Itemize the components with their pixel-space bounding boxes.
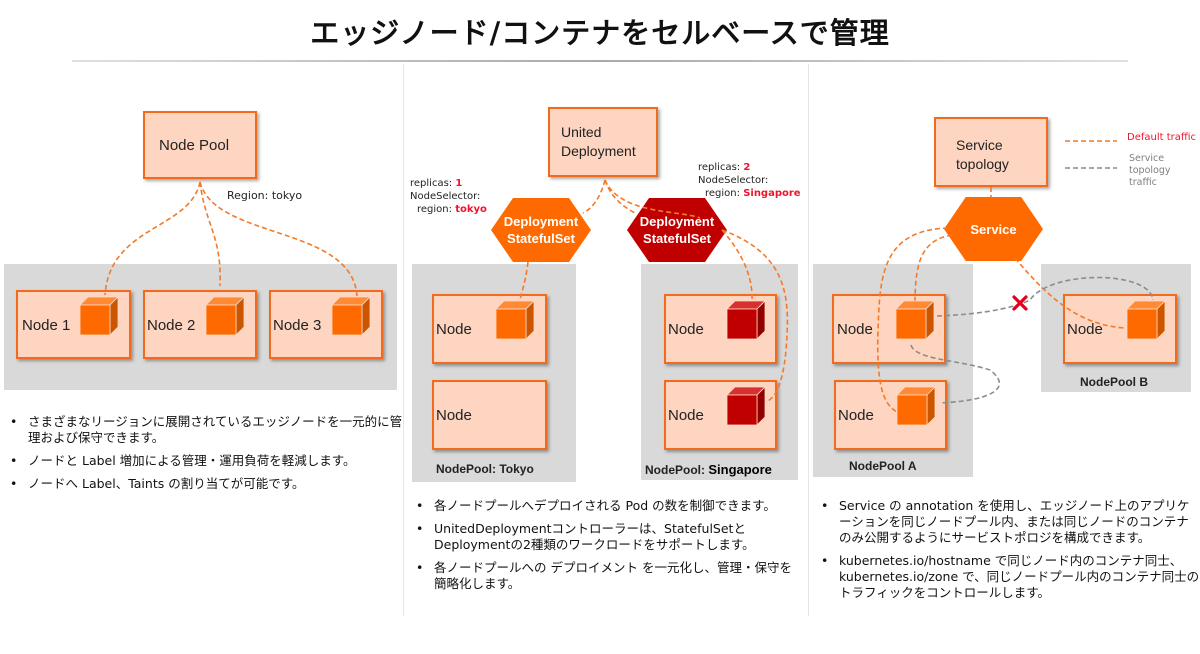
pool-label-b: NodePool B xyxy=(1080,375,1148,389)
legend-default-traffic-label: Default traffic xyxy=(1127,132,1197,143)
node-pool-label: Node Pool xyxy=(159,137,230,154)
legend-line: topology xyxy=(1129,165,1171,176)
link-ud-hex-singapore xyxy=(604,179,636,214)
region-key: region: xyxy=(705,188,740,199)
pool-label-a: NodePool A xyxy=(849,459,917,473)
node-label: Node xyxy=(838,407,874,424)
node-label: Node xyxy=(436,321,472,338)
blocked-x-icon xyxy=(1012,295,1028,311)
united-deployment-box: United Deployment xyxy=(548,107,658,177)
service-topology-box: Service topology xyxy=(934,117,1048,187)
replicas-key: replicas: xyxy=(698,162,741,173)
legend-topology-traffic-label: Service topology traffic xyxy=(1129,153,1170,189)
singapore-node-box-1: Node xyxy=(664,294,777,364)
node-box-1: Node 1 xyxy=(16,290,131,359)
pool-prefix: NodePool: xyxy=(436,462,496,476)
panel-divider-2 xyxy=(808,64,809,616)
region-key: region: xyxy=(417,204,452,215)
node-label: Node xyxy=(668,321,704,338)
service-topology-label: Service topology xyxy=(956,137,1009,172)
service-hex: Service xyxy=(944,197,1043,261)
node-box-2: Node 2 xyxy=(143,290,257,359)
node-label: Node 1 xyxy=(22,317,71,334)
tokyo-node-box-1: Node xyxy=(432,294,547,364)
node-label: Node xyxy=(837,321,873,338)
pool-prefix: NodePool: xyxy=(645,463,705,477)
page-title: エッジノード/コンテナをセルベースで管理 xyxy=(310,16,890,50)
service-label: Service xyxy=(970,221,1017,237)
pool-a-node-box-1: Node xyxy=(832,294,946,364)
replicas-key: replicas: xyxy=(410,178,453,189)
bullet-item: Service の annotation を使用し、エッジノード上のアプリケーシ… xyxy=(815,498,1200,546)
hex-line: StatefulSet xyxy=(507,231,575,246)
bullet-item: 各ノードプールへデプロイされる Pod の数を制御できます。 xyxy=(410,498,802,514)
singapore-node-box-2: Node xyxy=(664,380,777,450)
pool-name: Singapore xyxy=(708,462,772,477)
region-label: Region: tokyo xyxy=(227,189,303,202)
tokyo-selector-note: replicas: 1 NodeSelector: region: tokyo xyxy=(410,177,490,216)
node-selector-key: NodeSelector: xyxy=(698,175,769,186)
node-label: Node 2 xyxy=(147,317,196,334)
node-label: Node 3 xyxy=(273,317,322,334)
bullet-item: ノードと Label 増加による管理・運用負荷を軽減します。 xyxy=(4,453,404,469)
panel2-bullet-list: 各ノードプールへデプロイされる Pod の数を制御できます。 UnitedDep… xyxy=(410,498,802,599)
hex-line: Deployment xyxy=(503,214,579,229)
pool-label-singapore: NodePool: Singapore xyxy=(645,462,772,477)
link-ud-hex-tokyo xyxy=(582,179,606,214)
node-box-3: Node 3 xyxy=(269,290,383,359)
legend-line: Service xyxy=(1129,153,1165,164)
pool-b-node-box: Node xyxy=(1063,294,1177,364)
node-selector-key: NodeSelector: xyxy=(410,191,481,202)
replicas-value: 1 xyxy=(455,178,463,189)
bullet-item: ノードへ Label、Taints の割り当てが可能です。 xyxy=(4,476,404,492)
legend-line: traffic xyxy=(1129,177,1157,188)
pool-label-tokyo: NodePool: Tokyo xyxy=(436,462,534,476)
panel3-bullet-list: Service の annotation を使用し、エッジノード上のアプリケーシ… xyxy=(815,498,1200,608)
tokyo-node-box-2: Node xyxy=(432,380,547,450)
node-label: Node xyxy=(436,407,472,424)
bullet-item: kubernetes.io/hostname で同じノード内のコンテナ同士、ku… xyxy=(815,553,1200,601)
replicas-value: 2 xyxy=(743,162,751,173)
singapore-selector-note: replicas: 2 NodeSelector: region: Singap… xyxy=(698,161,808,200)
bullet-item: UnitedDeploymentコントローラーは、StatefulSetと De… xyxy=(410,521,802,553)
title-divider xyxy=(72,60,1128,62)
bullet-item: 各ノードプールへの デプロイメント を一元化し、管理・保守を簡略化します。 xyxy=(410,560,802,592)
hex-line: Deployment xyxy=(639,214,715,229)
panel1-bullet-list: さまざまなリージョンに展開されているエッジノードを一元的に管理および保守できます… xyxy=(4,414,404,499)
panel-divider-1 xyxy=(403,64,404,616)
bullet-item: さまざまなリージョンに展開されているエッジノードを一元的に管理および保守できます… xyxy=(4,414,404,446)
hex-line: StatefulSet xyxy=(643,231,711,246)
united-deployment-label: United Deployment xyxy=(561,124,636,159)
pool-name: Tokyo xyxy=(499,462,534,476)
node-label: Node xyxy=(1067,321,1103,338)
node-pool-box: Node Pool xyxy=(143,111,257,179)
pool-a-node-box-2: Node xyxy=(834,380,947,450)
region-value: Singapore xyxy=(743,188,801,199)
region-value: tokyo xyxy=(455,204,487,215)
node-label: Node xyxy=(668,407,704,424)
